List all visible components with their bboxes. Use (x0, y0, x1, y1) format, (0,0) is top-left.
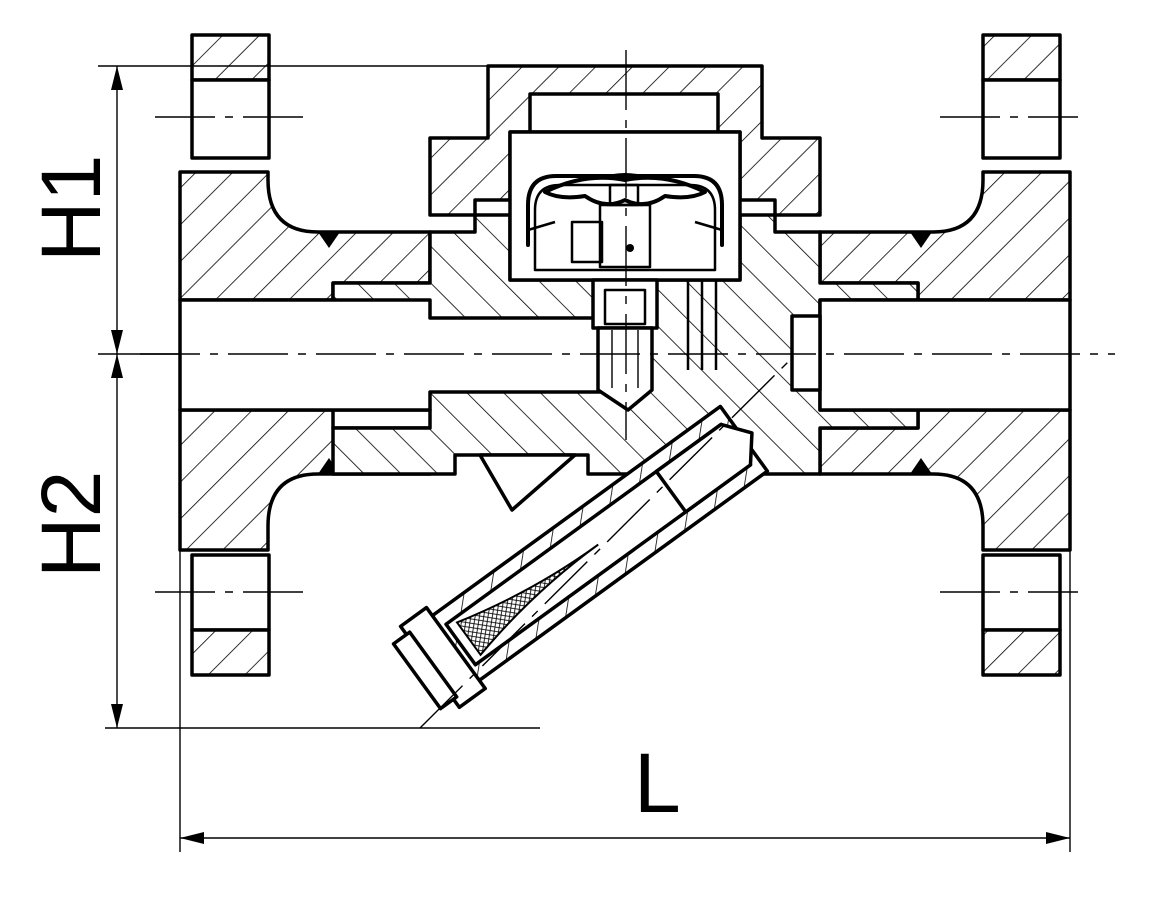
strainer-plug (391, 630, 459, 711)
left-body-upper-section (178, 170, 432, 302)
left-flange-top-bolt-hole (190, 78, 271, 160)
h2-label: H2 (24, 471, 118, 578)
right-body-upper-section (818, 170, 1072, 302)
right-flange-bottom-bolt-section (981, 628, 1062, 677)
thermostatic-capsule (526, 173, 724, 272)
left-flange-bottom-bolt-section (190, 628, 271, 677)
left-flange-top-bolt-section (190, 33, 271, 82)
right-flange-top-bolt-section (981, 33, 1062, 82)
h1-label: H1 (24, 155, 118, 262)
cap-inner-recess (528, 92, 720, 134)
drain-passage (686, 280, 718, 370)
flow-arrow-icon (478, 453, 577, 512)
valve-seat (591, 278, 659, 412)
dimension-lines (98, 65, 1071, 852)
right-flange-top-bolt-hole (981, 78, 1062, 160)
center-lines (140, 50, 1115, 729)
inlet-bore (178, 298, 602, 412)
strainer-assembly (391, 404, 770, 711)
right-body-lower-section (818, 408, 1072, 552)
outlet-bore (818, 298, 1072, 412)
weld-marks (318, 232, 932, 474)
outlet-plug (790, 314, 822, 392)
cap-section (428, 64, 822, 217)
l-label: L (634, 736, 681, 830)
